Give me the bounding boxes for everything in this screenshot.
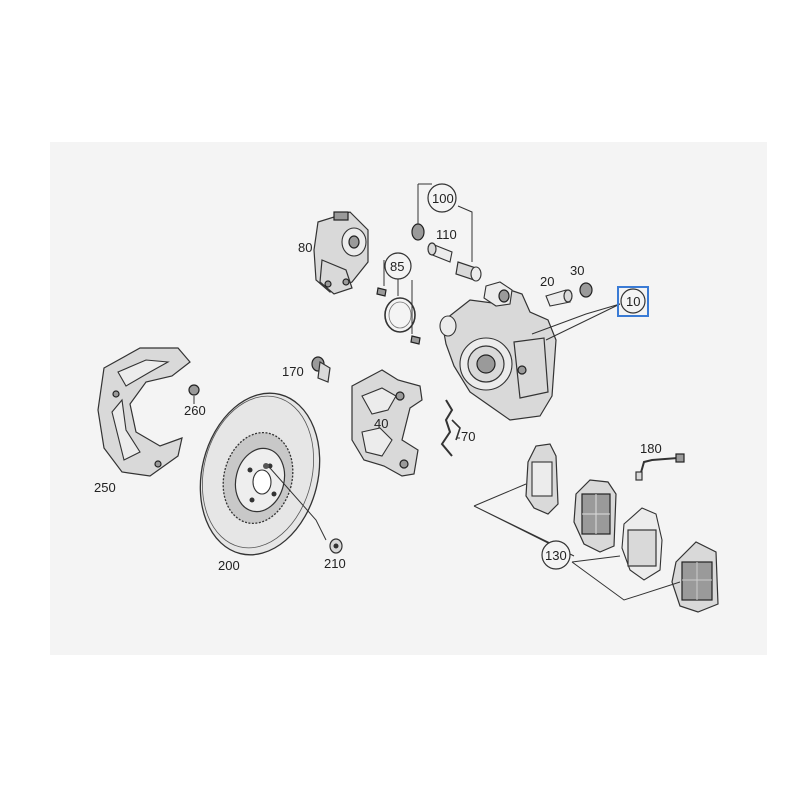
part-200-brake-disc[interactable] bbox=[184, 380, 336, 567]
label-80: 80 bbox=[298, 240, 312, 255]
part-250-dust-shield[interactable] bbox=[97, 347, 191, 477]
brake-pad-2 bbox=[573, 479, 617, 553]
part-260-screw[interactable] bbox=[188, 384, 200, 404]
part-80-actuator-motor[interactable] bbox=[313, 211, 369, 295]
label-10: 10 bbox=[626, 294, 640, 309]
brake-pad-1 bbox=[525, 443, 559, 515]
label-70: 70 bbox=[461, 429, 475, 444]
part-180-wear-sensor[interactable] bbox=[635, 453, 685, 481]
callout-85 bbox=[384, 252, 412, 280]
part-85-seal-ring[interactable] bbox=[376, 287, 421, 345]
label-30: 30 bbox=[570, 263, 584, 278]
callout-10-highlight bbox=[617, 286, 649, 317]
part-210-disc-screw[interactable] bbox=[329, 538, 343, 554]
label-200: 200 bbox=[218, 558, 240, 573]
part-30-bleed-cap[interactable] bbox=[579, 282, 593, 298]
brake-pad-3 bbox=[621, 507, 663, 581]
label-170: 170 bbox=[282, 364, 304, 379]
part-130-brake-pads[interactable] bbox=[525, 443, 719, 613]
label-85: 85 bbox=[390, 259, 404, 274]
label-180: 180 bbox=[640, 441, 662, 456]
label-250: 250 bbox=[94, 480, 116, 495]
part-100-110-guide-pins[interactable] bbox=[411, 223, 482, 282]
part-20-bleed-screw[interactable] bbox=[545, 289, 573, 307]
label-260: 260 bbox=[184, 403, 206, 418]
callout-130 bbox=[541, 540, 571, 570]
brake-pad-4 bbox=[671, 541, 719, 613]
callout-10[interactable] bbox=[620, 288, 646, 314]
callout-100 bbox=[427, 183, 457, 213]
label-130: 130 bbox=[545, 548, 567, 563]
label-20: 20 bbox=[540, 274, 554, 289]
label-40: 40 bbox=[374, 416, 388, 431]
part-70-spring-clip[interactable] bbox=[440, 399, 461, 457]
label-210: 210 bbox=[324, 556, 346, 571]
part-170-caliper-bolt[interactable] bbox=[311, 356, 331, 383]
label-110: 110 bbox=[436, 227, 457, 242]
part-40-caliper-carrier[interactable] bbox=[351, 369, 423, 477]
part-10-brake-caliper[interactable] bbox=[439, 281, 557, 421]
label-100: 100 bbox=[432, 191, 454, 206]
